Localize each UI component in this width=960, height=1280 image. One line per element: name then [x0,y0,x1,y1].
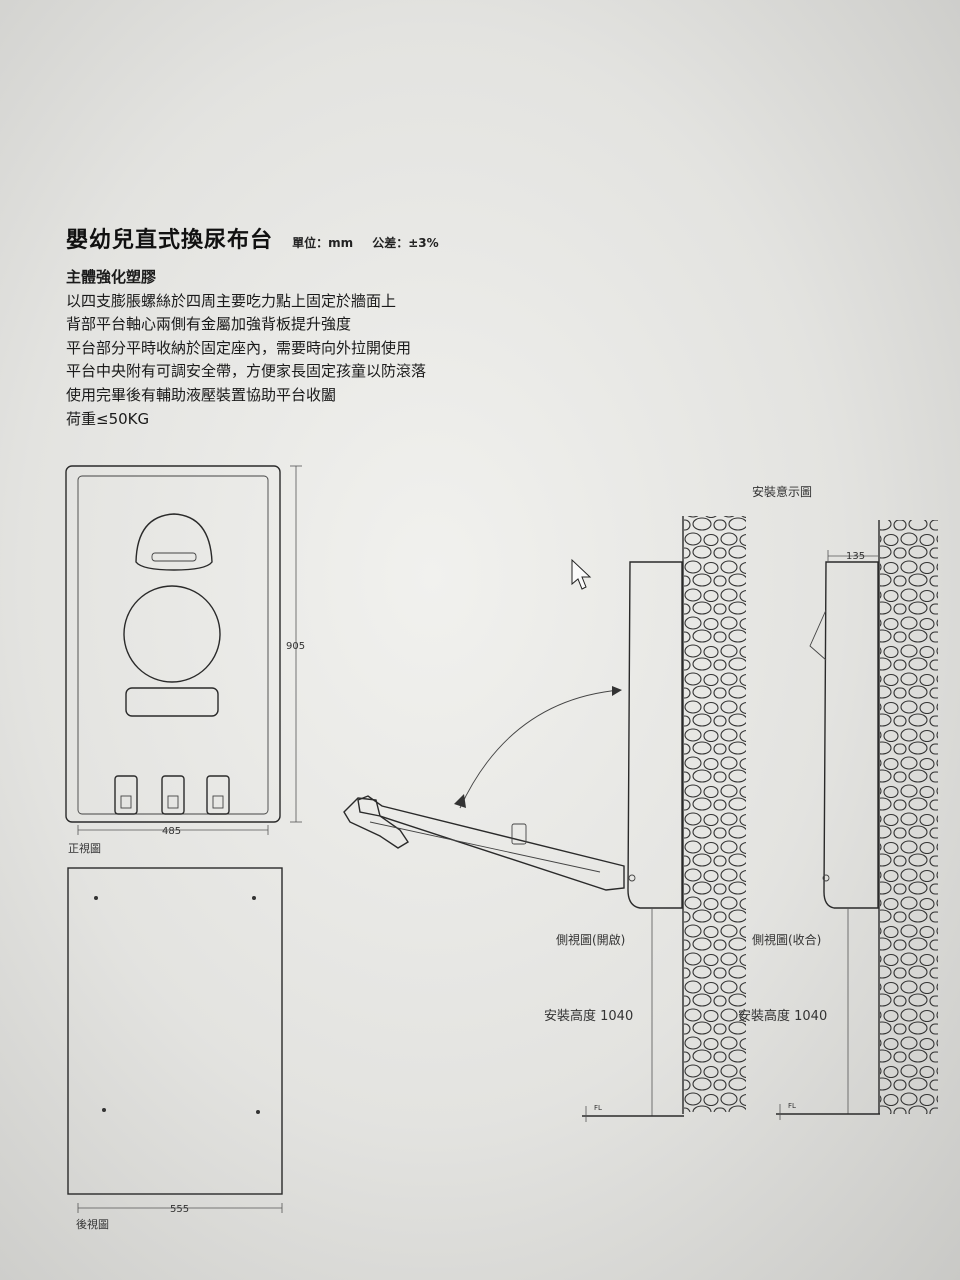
hook-cover [135,513,213,571]
feature-item: 主體強化塑膠 [66,268,157,286]
latch [161,775,185,815]
latch-knob [167,795,179,809]
round-panel [123,585,221,683]
install-height-open: 安裝高度 1040 [544,1008,633,1024]
back-panel [67,867,283,1195]
wall-texture [880,520,938,1114]
open-platform [357,795,625,891]
install-height-closed: 安裝高度 1040 [738,1008,827,1024]
mouse-cursor-icon [571,558,592,590]
install-caption: 安裝意示圖 [752,484,812,499]
wall-texture [684,516,746,1112]
front-width-label: 485 [162,826,181,837]
arrow-head [612,686,622,696]
side-view-closed: 135 FL 側視圖(收合) 安裝高度 1040 [738,520,938,1120]
feature-item: 以四支膨脹螺絲於四周主要吃力點上固定於牆面上 [66,291,397,310]
label-plate [125,687,219,717]
depth-label: 135 [846,551,865,562]
front-outer-frame [65,465,281,823]
wall-unit-body [627,561,683,909]
screw-hole [252,896,256,900]
motion-arc [459,689,621,809]
feature-item: 平台中央附有可調安全帶，方便家長固定孩童以防滾落 [66,362,427,381]
front-view-label: 正視圖 [68,841,101,855]
document-title: 嬰幼兒直式換尿布台 [66,228,274,253]
feature-item: 平台部分平時收納於固定座內，需要時向外拉開使用 [66,338,412,357]
screw-hole [94,896,98,900]
side-view-open: FL 側視圖(開啟) 安裝高度 1040 [343,516,746,1122]
platform-rim [343,797,409,849]
floor-mark: FL [594,1104,602,1112]
closed-unit-body [823,561,879,909]
closed-hook-profile [809,609,827,661]
floor-mark: FL [788,1102,796,1110]
screw-hole [102,1108,106,1112]
unit-label: 單位：mm [292,236,354,250]
tolerance-label: 公差：±3% [372,236,439,250]
latch [114,775,138,815]
hinge-pivot [822,874,830,882]
arrow-head [454,794,466,808]
back-view-label: 後視圖 [76,1217,109,1231]
front-inner-frame [77,475,269,815]
feature-list: 主體強化塑膠 以四支膨脹螺絲於四周主要吃力點上固定於牆面上 背部平台軸心兩側有金… [66,266,426,431]
front-height-label: 905 [286,641,305,652]
safety-strap-buckle [511,823,527,845]
back-view: 555 後視圖 [67,867,283,1231]
latch-knob [120,795,132,809]
latch [206,775,230,815]
feature-item: 背部平台軸心兩側有金屬加強背板提升強度 [66,315,352,334]
latch-row [114,775,230,815]
hook-slot [151,552,197,562]
feature-item: 使用完畢後有輔助液壓裝置協助平台收闔 [66,385,337,404]
title-row: 嬰幼兒直式換尿布台 單位：mm 公差：±3% [66,222,439,254]
back-width-label: 555 [170,1204,189,1215]
feature-item: 荷重≤50KG [66,409,150,428]
latch-knob [212,795,224,809]
screw-hole [256,1110,260,1114]
side-closed-label: 側視圖(收合) [752,932,821,947]
side-open-label: 側視圖(開啟) [556,932,625,947]
hinge-pivot [628,874,636,882]
front-view: 905 485 正視圖 [65,465,305,855]
